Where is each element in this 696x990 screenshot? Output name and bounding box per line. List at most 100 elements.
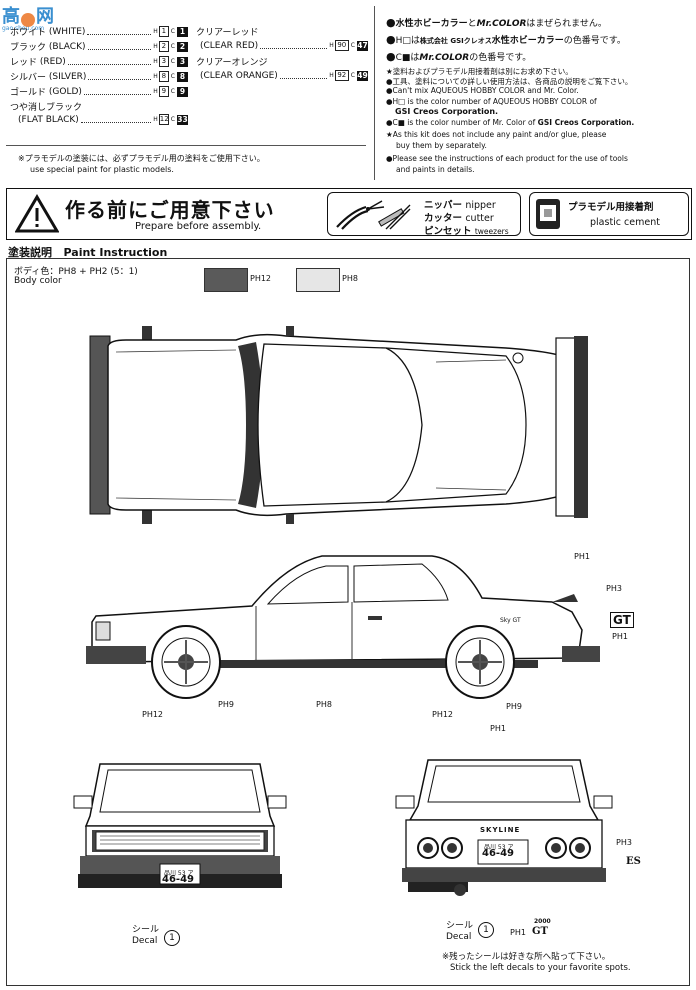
decal-number: 1 <box>164 930 180 946</box>
rear-plate-top: 品川 53 ア <box>484 844 514 851</box>
note-separate: ★塗料およびプラモデル用接着剤は別にお求め下さい。 <box>386 67 573 76</box>
body-color-en: Body color <box>14 276 62 286</box>
front-wheel <box>151 625 221 699</box>
note-h-color: ●H□ is the color number of AQUEOUS HOBBY… <box>386 97 597 106</box>
banner-subtitle: Prepare before assembly. <box>135 221 262 232</box>
prepare-banner: 作る前にご用意下さい Prepare before assembly. ニッパー… <box>6 188 692 240</box>
swatch-dark <box>204 268 248 292</box>
note-instructions: ●Please see the instructions of each pro… <box>386 154 628 163</box>
callout-2000: 2000 <box>534 918 551 925</box>
swatch-light-code: PH8 <box>342 274 358 283</box>
callout-spoiler: PH1 <box>574 552 590 561</box>
color-name-en: (GOLD) <box>48 86 82 97</box>
swatch-light <box>296 268 340 292</box>
h-code: 1 <box>158 26 169 37</box>
note-buy: buy them by separately. <box>396 141 487 150</box>
tools-box: ニッパー nipper カッター cutter ピンセット tweezers <box>327 192 521 237</box>
color-name-jp: クリアーレッド <box>196 28 259 38</box>
h-code: 2 <box>158 41 169 52</box>
c-code: 49 <box>357 70 368 81</box>
color-name-en: (WHITE) <box>48 26 86 37</box>
note-c-number: ●C■はMr.COLORの色番号です。 <box>386 50 532 63</box>
c-code: 33 <box>177 114 188 125</box>
note-no-paint: ★As this kit does not include any paint … <box>386 130 607 139</box>
color-name-en: (CLEAR RED) <box>200 40 259 51</box>
callout-rear-top: PH1 <box>490 724 506 733</box>
car-top-view <box>89 326 588 524</box>
svg-text:Sky GT: Sky GT <box>500 617 521 624</box>
decal-rear-number: 1 <box>478 922 494 938</box>
cutter-label: カッター cutter <box>424 213 494 224</box>
watermark-logo: 高网 gao.shou.com <box>2 2 72 32</box>
color-name-jp: レッド <box>10 58 38 68</box>
rear-wheel <box>445 625 515 699</box>
car-rear-view <box>395 759 613 896</box>
vertical-divider <box>374 6 375 180</box>
h-code: 92 <box>334 70 349 81</box>
h-code: 3 <box>158 56 169 67</box>
callout-ph1b: PH1 <box>612 632 628 641</box>
divider-left <box>6 145 366 146</box>
callout-rear-bottom: PH1 <box>510 928 526 937</box>
front-plate-top: 品川 53 ア <box>164 870 194 877</box>
color-name-en: (RED) <box>39 56 66 67</box>
warning-icon <box>15 194 59 233</box>
watermark-emblem <box>21 12 35 27</box>
tweezers-label: ピンセット tweezers <box>424 226 509 237</box>
h-code: 9 <box>158 86 169 97</box>
note-tools: ●工具、塗料についての詳しい使用方法は、各商品の説明をご覧下さい。 <box>386 77 633 86</box>
callout-rear-tire: PH12 <box>432 710 454 719</box>
cement-label-en: plastic cement <box>590 217 660 228</box>
footer-jp: ※残ったシールは好きな所へ貼って下さい。 <box>442 952 611 962</box>
footer-en: Stick the left decals to your favorite s… <box>450 963 631 973</box>
callout-es: ES <box>626 856 641 867</box>
nipper-label: ニッパー nipper <box>424 200 496 211</box>
cement-label-jp: プラモデル用接着剤 <box>568 202 654 213</box>
paint-instruction-title: 塗装説明 Paint Instruction <box>8 246 168 259</box>
c-code: 8 <box>177 71 188 82</box>
plastic-note-jp: ※プラモデルの塗装には、必ずプラモデル用の塗料をご使用下さい。 <box>18 154 265 163</box>
c-code: 1 <box>177 26 188 37</box>
color-name-jp: ホワイト <box>10 28 47 38</box>
h-code: 12 <box>158 114 169 125</box>
c-code: 9 <box>177 86 188 97</box>
note-gsi-1: GSI Creos Corporation. <box>395 107 499 116</box>
watermark-suffix: 网 <box>36 6 54 27</box>
color-name-en: (CLEAR ORANGE) <box>200 70 278 81</box>
note-cant-mix: ●Can't mix AQUEOUS HOBBY COLOR and Mr. C… <box>386 86 579 95</box>
color-name-en: (FLAT BLACK) <box>18 114 79 125</box>
decal-label-jp: シール <box>132 925 160 935</box>
c-code: 47 <box>357 40 368 51</box>
h-code: 90 <box>334 40 349 51</box>
banner-title: 作る前にご用意下さい <box>65 198 275 222</box>
rear-badge: SKYLINE <box>480 826 521 834</box>
paint-frame <box>6 258 690 986</box>
note-c-color: ●C■ is the color number of Mr. Color of … <box>386 118 635 127</box>
watermark-domain: gao.shou.com <box>2 25 45 32</box>
callout-front-tire: PH12 <box>142 710 164 719</box>
c-code: 3 <box>177 56 188 67</box>
tools-icon <box>336 200 411 230</box>
note-details: and paints in details. <box>396 165 475 174</box>
callout-body-side: PH8 <box>316 700 332 709</box>
callout-gt: GT <box>532 926 548 937</box>
body-color-jp: ボディ色：PH8 + PH2 (5：1) <box>14 267 138 277</box>
callout-rear-wheel: PH9 <box>506 702 522 711</box>
color-name-jp: ゴールド <box>10 88 47 98</box>
color-name-en: (BLACK) <box>48 41 86 52</box>
cement-box: プラモデル用接着剤 plastic cement <box>529 192 689 236</box>
note-mix: ●水性ホビーカラーとMr.COLORはまぜられません。 <box>386 16 607 29</box>
color-name-en: (SILVER) <box>48 71 87 82</box>
cement-bottle-icon <box>536 199 560 229</box>
car-side-view: Sky GT <box>86 555 600 699</box>
rear-plate-number: 46-49 <box>482 848 514 859</box>
decal-rear-label-en: Decal <box>446 932 472 942</box>
plastic-note-en: use special paint for plastic models. <box>30 165 174 174</box>
front-plate-number: 46-49 <box>162 874 194 885</box>
